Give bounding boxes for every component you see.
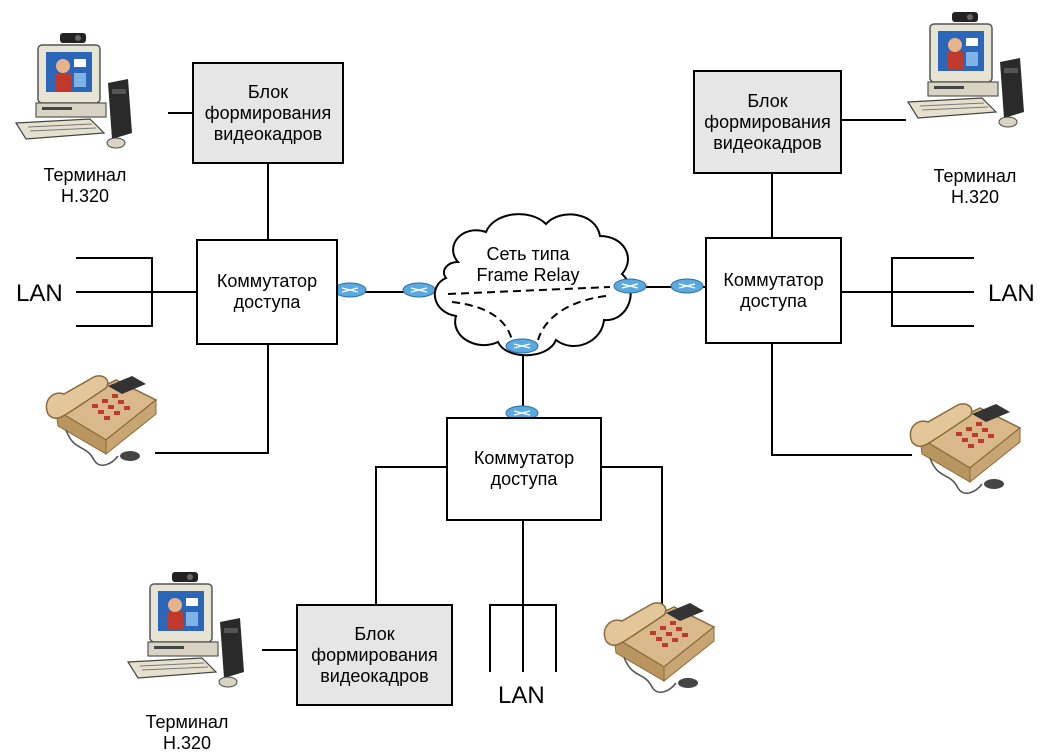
video-frame-unit: Блок формирования видеокадров <box>296 604 453 706</box>
router-icon <box>670 278 704 294</box>
lan-connector <box>76 257 196 327</box>
telephone-icon <box>45 375 157 467</box>
connector-line <box>155 345 269 454</box>
router-icon <box>333 282 367 298</box>
lan-connector <box>840 257 974 327</box>
access-switch: Коммутатор доступа <box>196 239 338 345</box>
lan-label: LAN <box>16 280 63 307</box>
virtual-circuit-line <box>451 301 513 341</box>
computer-terminal-icon <box>15 32 133 149</box>
router-icon <box>402 282 436 298</box>
lan-label: LAN <box>988 280 1035 307</box>
router-icon <box>613 278 647 294</box>
network-cloud-icon <box>433 213 632 357</box>
lan-connector <box>489 520 557 672</box>
router-icon <box>505 338 539 354</box>
terminal-label: Терминал H.320 <box>933 166 1017 207</box>
connector-line <box>600 466 663 605</box>
terminal-label: Терминал H.320 <box>43 165 127 206</box>
virtual-circuit-line <box>447 286 611 295</box>
telephone-icon <box>603 602 715 694</box>
connector-line <box>771 343 912 456</box>
frame-relay-cloud-label: Сеть типа Frame Relay <box>476 244 580 285</box>
lan-label: LAN <box>498 682 545 709</box>
video-frame-unit: Блок формирования видеокадров <box>693 70 842 174</box>
telephone-icon <box>909 403 1021 495</box>
virtual-circuit-line <box>537 295 607 341</box>
video-frame-unit: Блок формирования видеокадров <box>192 62 344 164</box>
computer-terminal-icon <box>127 571 245 688</box>
connector-line <box>375 466 446 605</box>
terminal-label: Терминал H.320 <box>145 712 229 753</box>
access-switch: Коммутатор доступа <box>446 417 602 521</box>
computer-terminal-icon <box>907 11 1025 128</box>
access-switch: Коммутатор доступа <box>705 237 842 344</box>
